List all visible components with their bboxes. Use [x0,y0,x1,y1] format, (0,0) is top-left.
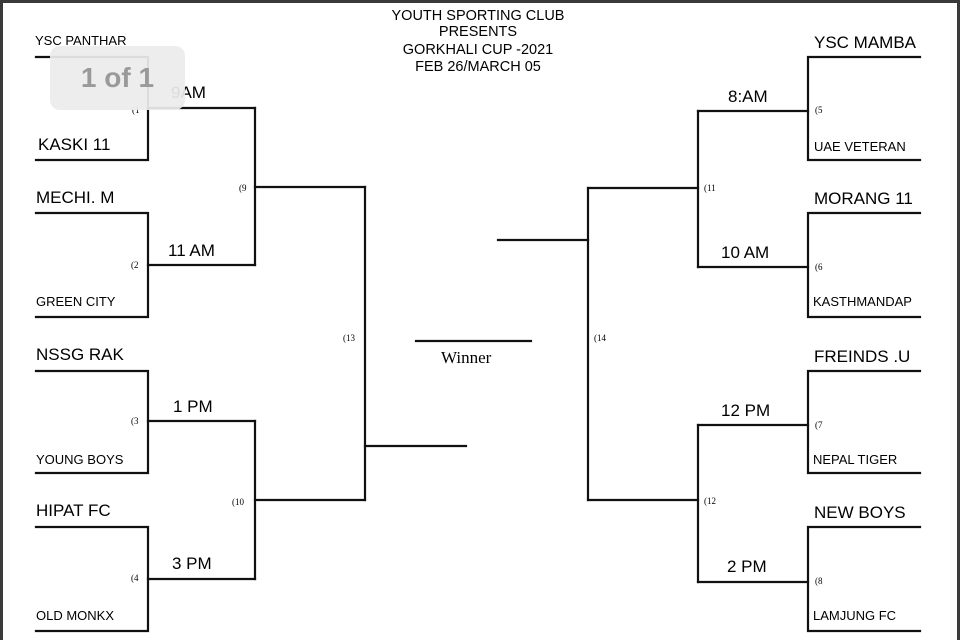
match-number-left-1: (1 [132,105,140,115]
match-number-left-4: (4 [131,573,139,583]
match-number-left-13: (13 [343,333,355,343]
team-right-8: LAMJUNG FC [813,608,897,623]
right-match-8-bracket [806,525,922,633]
time-right-1: 8:AM [728,87,768,106]
header-dates: FEB 26/MARCH 05 [415,59,541,75]
match-number-right-7: (7 [815,420,823,430]
team-left-7: HIPAT FC [36,501,111,520]
match-number-right-5: (5 [815,105,823,115]
team-right-7: NEW BOYS [814,503,906,522]
team-right-1: YSC MAMBA [814,33,917,52]
match-number-right-12: (12 [704,496,716,506]
match-number-right-14: (14 [594,333,606,343]
time-right-2: 10 AM [721,243,770,262]
team-left-6: YOUNG BOYS [36,452,124,467]
page-indicator-badge: 1 of 1 [50,46,185,110]
match-number-right-8: (8 [815,576,823,586]
team-right-2: UAE VETERAN [814,139,906,154]
match-number-left-9: (9 [239,183,247,193]
header-presents: PRESENTS [438,24,518,40]
team-left-5: NSSG RAK [36,345,124,364]
team-left-8: OLD MONKX [36,608,115,623]
match-number-left-3: (3 [131,416,139,426]
match-number-left-2: (2 [131,260,139,270]
match-number-left-10: (10 [232,497,244,507]
team-right-5: FREINDS .U [814,347,911,366]
team-right-3: MORANG 11 [814,189,913,208]
right-match-6-bracket [806,211,922,319]
winner-label: Winner [441,348,492,367]
bracket-lines [34,55,922,633]
bracket-sheet: YOUTH SPORTING CLUB PRESENTS GORKHALI CU… [3,3,957,640]
header-cup-title: GORKHALI CUP -2021 [402,42,554,58]
right-match-7-bracket [806,369,922,475]
time-left-3: 1 PM [173,397,213,416]
team-left-4: GREEN CITY [36,294,116,309]
page-indicator-text: 1 of 1 [80,62,155,93]
match-number-right-6: (6 [815,262,823,272]
team-right-4: KASTHMANDAP [813,294,912,309]
right-match-5-bracket [806,55,922,162]
team-left-1: YSC PANTHAR [35,33,127,48]
time-left-4: 3 PM [172,554,212,573]
time-right-3: 12 PM [721,401,771,420]
time-right-4: 2 PM [727,557,767,576]
team-left-2: KASKI 11 [38,135,111,154]
match-number-right-11: (11 [704,183,716,193]
team-left-3: MECHI. M [36,188,115,207]
time-left-2: 11 AM [168,241,215,260]
header-club: YOUTH SPORTING CLUB [391,8,565,24]
team-right-6: NEPAL TIGER [813,452,898,467]
